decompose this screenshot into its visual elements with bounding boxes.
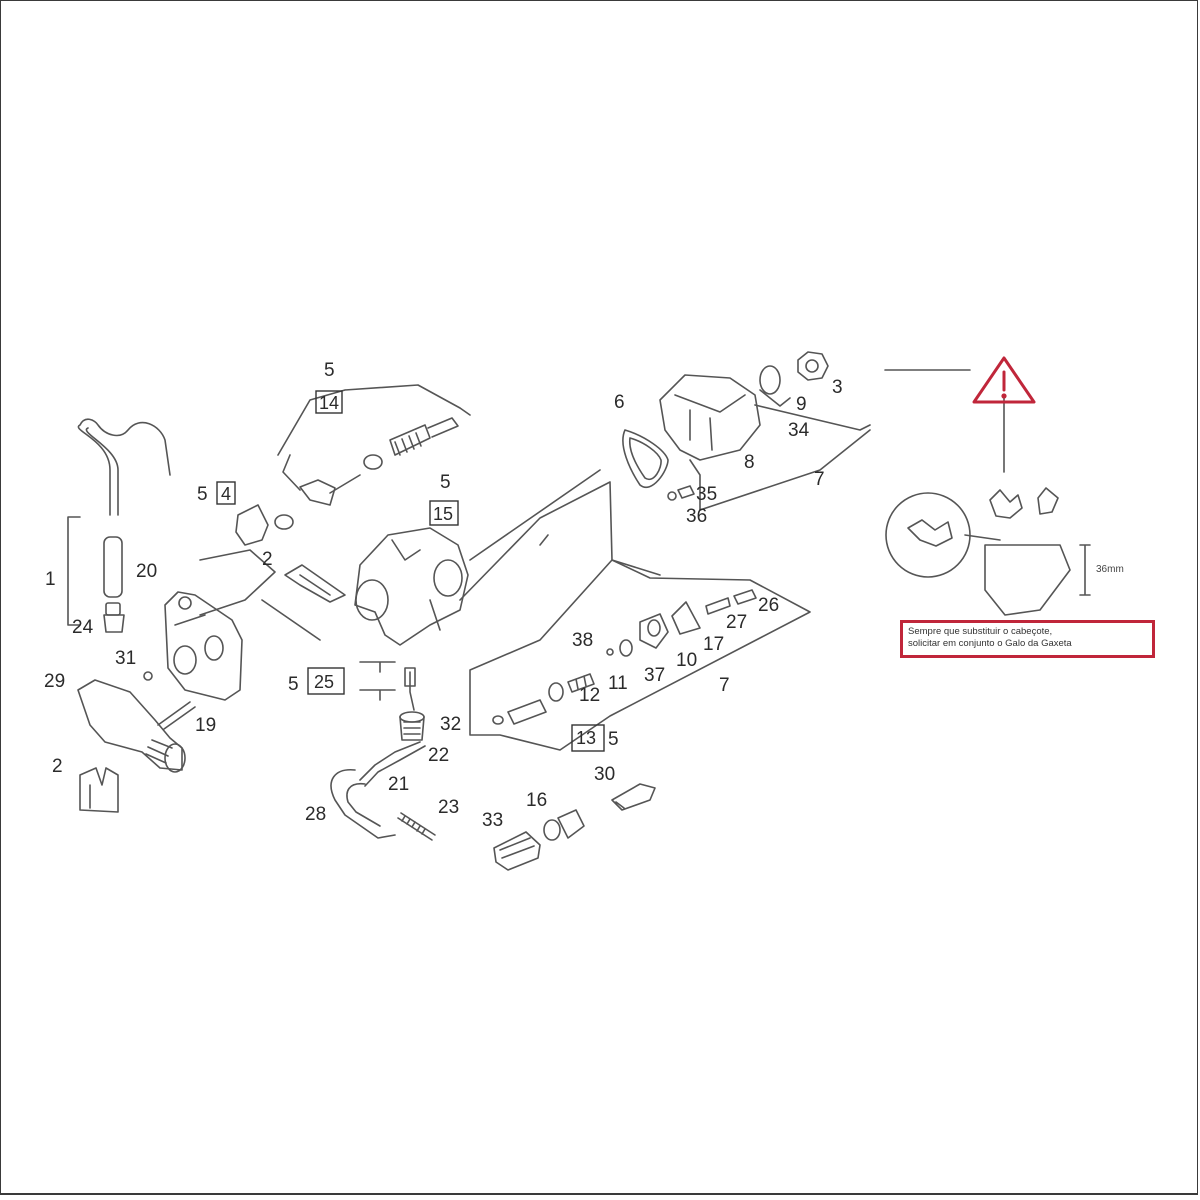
callout-34: 34 xyxy=(788,420,810,441)
bracket-1 xyxy=(67,516,81,626)
callout-6: 6 xyxy=(614,392,625,413)
callout-32: 32 xyxy=(440,714,461,735)
part-6-gasket xyxy=(622,429,669,489)
callout-5-25: 5 xyxy=(288,674,299,695)
box-frame-25 xyxy=(307,667,345,695)
part-3-cap xyxy=(797,351,829,381)
part-24-fitting xyxy=(103,602,125,633)
callout-17: 17 xyxy=(703,634,724,655)
callout-16: 16 xyxy=(526,790,547,811)
arrow-mark xyxy=(539,534,549,546)
dimension-label: 36mm xyxy=(1096,564,1124,575)
callout-28: 28 xyxy=(305,804,326,825)
callout-21: 21 xyxy=(388,774,409,795)
part-10-37-fitting xyxy=(639,613,669,649)
callout-5-left: 5 xyxy=(197,484,208,505)
callout-11: 11 xyxy=(608,673,628,694)
callout-12: 12 xyxy=(579,685,600,706)
callout-25: 25 xyxy=(314,672,334,692)
part-22-hose xyxy=(359,741,421,781)
part-2-clip-mid xyxy=(284,564,346,603)
warning-triangle-icon xyxy=(972,356,1036,404)
callout-7-lower: 7 xyxy=(719,675,730,696)
callout-31: 31 xyxy=(115,648,136,669)
part-8-cylinder-head xyxy=(659,374,761,461)
callout-7-upper: 7 xyxy=(814,469,825,490)
callout-4: 4 xyxy=(221,484,231,504)
warning-note-line-1: Sempre que substituir o cabeçote, xyxy=(908,626,1053,637)
group-7-upper-outline xyxy=(689,404,871,511)
callout-13: 13 xyxy=(576,728,596,748)
warning-note-line-2: solicitar em conjunto o Galo da Gaxeta xyxy=(908,638,1072,649)
callout-29: 29 xyxy=(44,671,65,692)
part-16-nozzle xyxy=(543,809,585,841)
callout-5-mid: 5 xyxy=(440,472,451,493)
callout-24: 24 xyxy=(72,617,94,638)
assembly-lines-left xyxy=(199,469,661,641)
part-29-outlet xyxy=(77,679,186,773)
callout-38: 38 xyxy=(572,630,593,651)
callout-2-mid: 2 xyxy=(262,549,273,570)
callout-37: 37 xyxy=(644,665,665,686)
callout-5-top: 5 xyxy=(324,360,335,381)
callout-8: 8 xyxy=(744,452,755,473)
callout-14: 14 xyxy=(319,393,339,413)
callout-27: 27 xyxy=(726,612,747,633)
part-20-housing xyxy=(164,591,243,701)
callout-26: 26 xyxy=(758,595,779,616)
callout-9: 9 xyxy=(796,394,807,415)
part-13-valve-stack xyxy=(492,639,633,725)
part-26-27-springs xyxy=(705,589,757,615)
callout-33: 33 xyxy=(482,810,503,831)
callout-19: 19 xyxy=(195,715,216,736)
box-frame-15 xyxy=(429,500,459,526)
part-32-cup xyxy=(399,711,425,741)
callout-35: 35 xyxy=(696,484,717,505)
box-frame-4 xyxy=(216,481,236,505)
group-7-lower-outline xyxy=(469,559,811,751)
callout-5-13: 5 xyxy=(608,729,619,750)
group-14-outline xyxy=(277,384,471,491)
part-23-spring xyxy=(397,812,436,841)
callout-20: 20 xyxy=(136,561,157,582)
part-17-gasket xyxy=(671,601,701,635)
callout-36: 36 xyxy=(686,506,707,527)
box-frame-13 xyxy=(571,724,605,752)
part-33-coupling xyxy=(493,831,541,871)
part-1-hose xyxy=(77,418,171,598)
detail-inset xyxy=(885,397,1091,616)
box-frame-14 xyxy=(315,390,343,414)
warning-note: Sempre que substituir o cabeçote, solici… xyxy=(900,620,1155,658)
callout-30: 30 xyxy=(594,764,615,785)
callout-3: 3 xyxy=(832,377,843,398)
part-35-36-seals xyxy=(667,485,695,501)
callout-2-left: 2 xyxy=(52,756,63,777)
part-30-pin xyxy=(611,783,656,811)
part-28-hose xyxy=(330,769,396,839)
part-31-oring xyxy=(143,671,153,681)
part-15-pump-body xyxy=(354,527,469,646)
callout-22: 22 xyxy=(428,745,449,766)
part-19-pin xyxy=(157,701,196,730)
part-9-valve xyxy=(759,365,791,407)
part-14-spring-assembly xyxy=(299,417,459,506)
callout-1: 1 xyxy=(45,569,56,590)
part-4-fitting xyxy=(235,504,294,546)
part-2-clip-left xyxy=(79,767,119,813)
callout-15: 15 xyxy=(433,504,453,524)
callout-10: 10 xyxy=(676,650,697,671)
callout-23: 23 xyxy=(438,797,459,818)
part-25-bolt xyxy=(359,661,416,711)
